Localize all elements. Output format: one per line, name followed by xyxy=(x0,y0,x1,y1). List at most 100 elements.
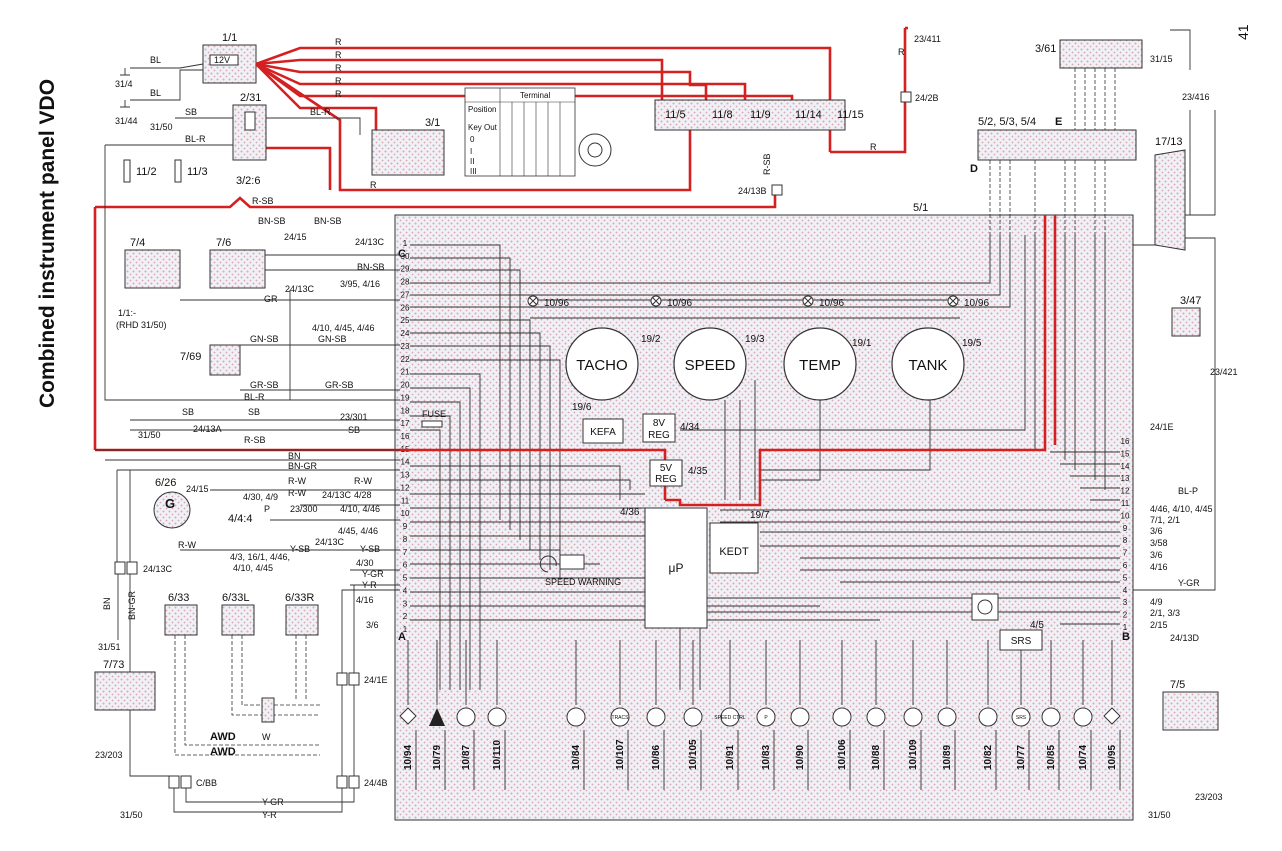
connector-pin: 2 xyxy=(403,612,408,621)
bulb-ref: 23/301 xyxy=(340,412,368,422)
connector-pin: 1 xyxy=(403,625,408,634)
indicator-icon xyxy=(566,707,586,727)
svg-text:7/69: 7/69 xyxy=(180,351,201,363)
svg-text:3/61: 3/61 xyxy=(1035,43,1056,55)
bulb-ref: 23/411 xyxy=(914,34,941,44)
indicator-ref: 10/94 xyxy=(403,745,414,770)
svg-text:3/47: 3/47 xyxy=(1180,295,1201,307)
microprocessor: μP 4/36 xyxy=(620,507,708,629)
connector-pin: 11 xyxy=(1121,499,1130,508)
wire-color: GR-SB xyxy=(250,380,279,390)
connector-ref: 24/1E xyxy=(364,675,388,685)
wire-color: BL-R xyxy=(244,392,265,402)
cross-ref: 4/4:4 xyxy=(228,513,252,525)
switch-wiring xyxy=(104,117,400,401)
connector-ref: 24/2B xyxy=(915,93,939,103)
wire-color: Y-R xyxy=(262,810,277,820)
ground-ref: 31/51 xyxy=(98,642,121,652)
connector-5-2-wiring xyxy=(989,68,1116,235)
wire-color: Y-SB xyxy=(290,544,310,554)
ignition-switch-3-1: 3/1 xyxy=(371,117,445,176)
gauge-label: TANK xyxy=(909,357,948,374)
wire-color: SB xyxy=(182,407,194,417)
svg-text:7/5: 7/5 xyxy=(1170,679,1185,691)
connector-pin: 18 xyxy=(401,406,410,415)
wire-color: R xyxy=(335,76,342,86)
connector-pin: 16 xyxy=(401,432,410,441)
connector-pin: 24 xyxy=(401,329,410,338)
indicator-ref: 10/90 xyxy=(795,745,806,770)
connector-b-label: B xyxy=(1122,631,1130,643)
connector-ref: 24/15 xyxy=(186,484,209,494)
wire-color: R-SB xyxy=(762,153,772,175)
page-title-container: Combined instrument panel VDO xyxy=(36,79,59,408)
svg-text:4/34: 4/34 xyxy=(680,422,700,433)
wire-color: Y-R xyxy=(362,580,377,590)
svg-text:KEFA: KEFA xyxy=(590,427,616,438)
connector-3-61: 3/61 xyxy=(1035,39,1143,69)
switch-7-5: 7/5 xyxy=(1162,679,1219,731)
connector-pin: 7 xyxy=(403,548,408,557)
svg-text:5/2, 5/3, 5/4: 5/2, 5/3, 5/4 xyxy=(978,116,1036,128)
connector-pin: 11 xyxy=(401,496,410,505)
connector-pin: 19 xyxy=(401,393,410,402)
gauge-tank: TANK 19/5 xyxy=(891,327,982,401)
cross-ref: 7/1, 2/1 xyxy=(1150,515,1180,525)
indicator-icon xyxy=(1103,707,1121,725)
connector-ref: 24/13D xyxy=(1170,633,1200,643)
connector-pin: 27 xyxy=(401,290,410,299)
svg-text:7/6: 7/6 xyxy=(216,237,231,249)
svg-text:11/2: 11/2 xyxy=(136,166,157,178)
connector-pin: 4 xyxy=(1123,586,1128,595)
indicator-ref: 10/110 xyxy=(492,740,503,770)
indicator-icon xyxy=(646,707,666,727)
indicator-icon xyxy=(429,708,445,726)
sensor-6-33r: 6/33R xyxy=(285,592,319,636)
indicator-ref: 10/84 xyxy=(571,745,582,770)
ignition-table: Terminal Position Key Out 0 I II III xyxy=(464,87,576,177)
wire-color: GR-SB xyxy=(325,380,354,390)
connector-pin: 3 xyxy=(403,599,408,608)
switch-3-47: 3/47 xyxy=(1171,295,1201,337)
connector-c-label: C xyxy=(398,248,406,260)
gauge-label: SPEED xyxy=(685,357,736,374)
switch-7-6: 7/6 xyxy=(209,237,266,289)
srs-module: SRS 4/5 xyxy=(999,620,1044,651)
bulb-ref: 23/421 xyxy=(1210,367,1238,377)
battery-12v: 12V 1/1 xyxy=(202,32,257,84)
connector-ref: 24/1E xyxy=(1150,422,1174,432)
connector-pin: 12 xyxy=(401,483,410,492)
connector-pin: 23 xyxy=(401,342,410,351)
ground-ref: 31/50 xyxy=(1148,810,1171,820)
svg-text:4/36: 4/36 xyxy=(620,507,640,518)
svg-text:6/33: 6/33 xyxy=(168,592,189,604)
svg-text:4/5: 4/5 xyxy=(1030,620,1044,631)
connector-5-2: 5/2, 5/3, 5/4 D E xyxy=(970,116,1137,175)
sensor-7-69: 7/69 xyxy=(180,344,241,376)
awd-label: AWD xyxy=(210,746,236,758)
connector-pin: 29 xyxy=(401,265,410,274)
indicator-icon xyxy=(903,707,923,727)
wire-color: R xyxy=(870,142,877,152)
indicator-icon-label: SRS xyxy=(1016,715,1027,721)
speed-warning: SPEED WARNING xyxy=(539,554,621,587)
wire-color: R-SB xyxy=(244,435,266,445)
gauge-ref: 19/3 xyxy=(745,334,765,345)
indicator-icon xyxy=(866,707,886,727)
indicator-ref: 10/88 xyxy=(871,745,882,770)
wire-color: BL-R xyxy=(185,134,206,144)
wire-color: R xyxy=(335,37,342,47)
connector-ref: 24/13C xyxy=(143,564,173,574)
fuse-11-3: 11/3 xyxy=(174,159,208,183)
indicator-icon xyxy=(610,707,630,727)
svg-text:11/3: 11/3 xyxy=(187,166,208,178)
cross-ref: 4/28 xyxy=(354,490,372,500)
indicator-ref: 10/109 xyxy=(908,739,919,770)
cross-ref: 4/46, 4/10, 4/45 xyxy=(1150,504,1213,514)
wire-color: R-W xyxy=(288,476,306,486)
connector-pin: 28 xyxy=(401,278,410,287)
connector-pin: 5 xyxy=(1123,573,1128,582)
gauge-temp: TEMP 19/1 xyxy=(783,327,872,401)
